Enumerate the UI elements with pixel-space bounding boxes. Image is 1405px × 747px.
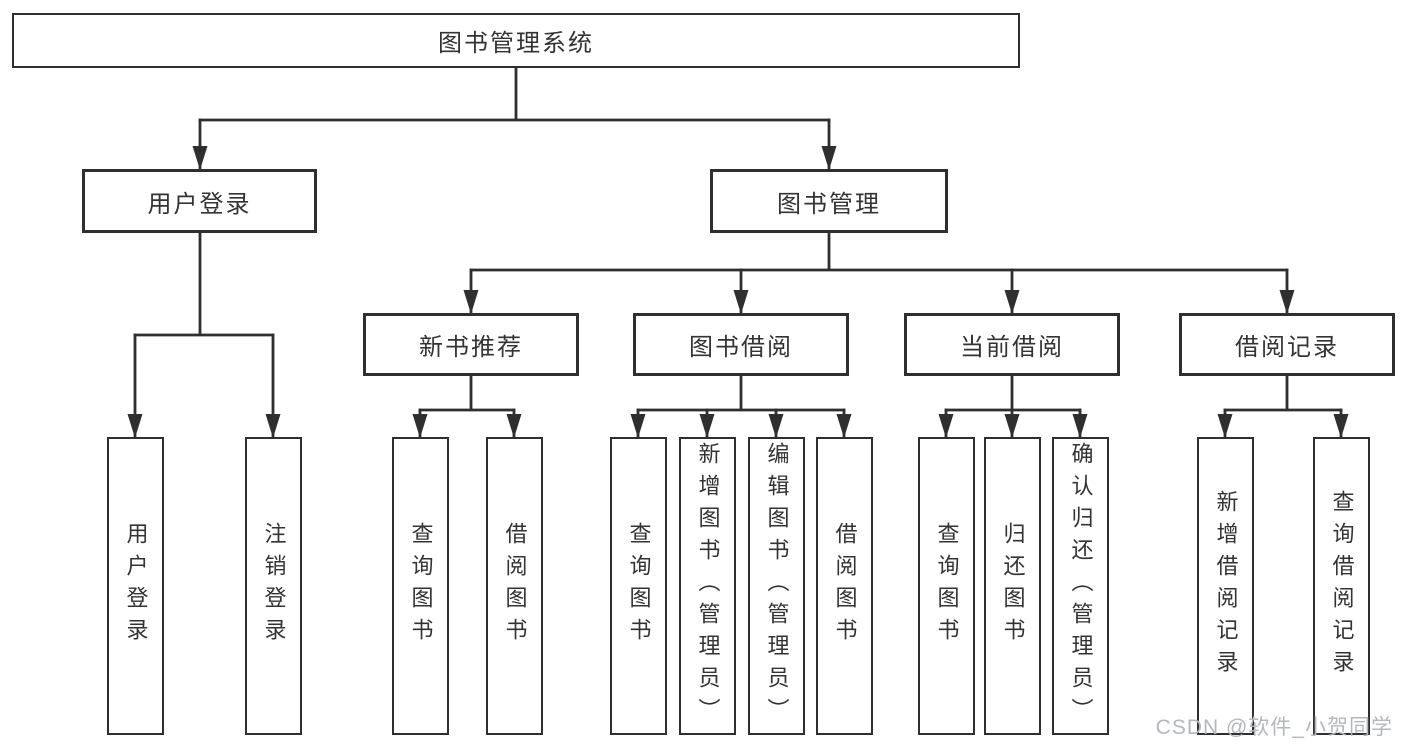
connector-book-management-groups: [463, 231, 1295, 315]
leaf-current-return-books: 归还图书: [984, 437, 1041, 735]
leaf-current-confirm-return-admin: 确认归还（管理员）: [1052, 437, 1109, 735]
connector-root-to-level1: [192, 66, 837, 171]
leaf-user-login: 用户登录: [107, 437, 164, 735]
leaf-records-add-record: 新增借阅记录: [1197, 437, 1254, 735]
leaf-logout: 注销登录: [245, 437, 302, 735]
leaf-current-query-books: 查询图书: [918, 437, 975, 735]
connector-user-login-children: [127, 231, 281, 439]
leaf-borrow-borrow-books: 借阅图书: [816, 437, 873, 735]
leaf-recommend-query-books: 查询图书: [392, 437, 449, 735]
connector-records-children: [1217, 374, 1349, 439]
node-book-borrow: 图书借阅: [633, 313, 849, 376]
node-book-management: 图书管理: [710, 169, 948, 233]
connector-borrow-children: [630, 374, 852, 439]
node-new-book-recommend: 新书推荐: [363, 313, 579, 376]
node-current-borrow: 当前借阅: [904, 313, 1120, 376]
leaf-borrow-add-books-admin: 新增图书（管理员）: [679, 437, 736, 735]
node-user-login: 用户登录: [82, 169, 317, 233]
node-root: 图书管理系统: [12, 13, 1020, 68]
leaf-borrow-query-books: 查询图书: [610, 437, 667, 735]
watermark: CSDN @软件_小贺同学: [1155, 716, 1393, 739]
node-borrow-records: 借阅记录: [1179, 313, 1395, 376]
connector-recommend-children: [412, 374, 522, 439]
leaf-recommend-borrow-books: 借阅图书: [486, 437, 543, 735]
connector-current-children: [938, 374, 1088, 439]
leaf-records-query-record: 查询借阅记录: [1313, 437, 1370, 735]
leaf-borrow-edit-books-admin: 编辑图书（管理员）: [748, 437, 805, 735]
